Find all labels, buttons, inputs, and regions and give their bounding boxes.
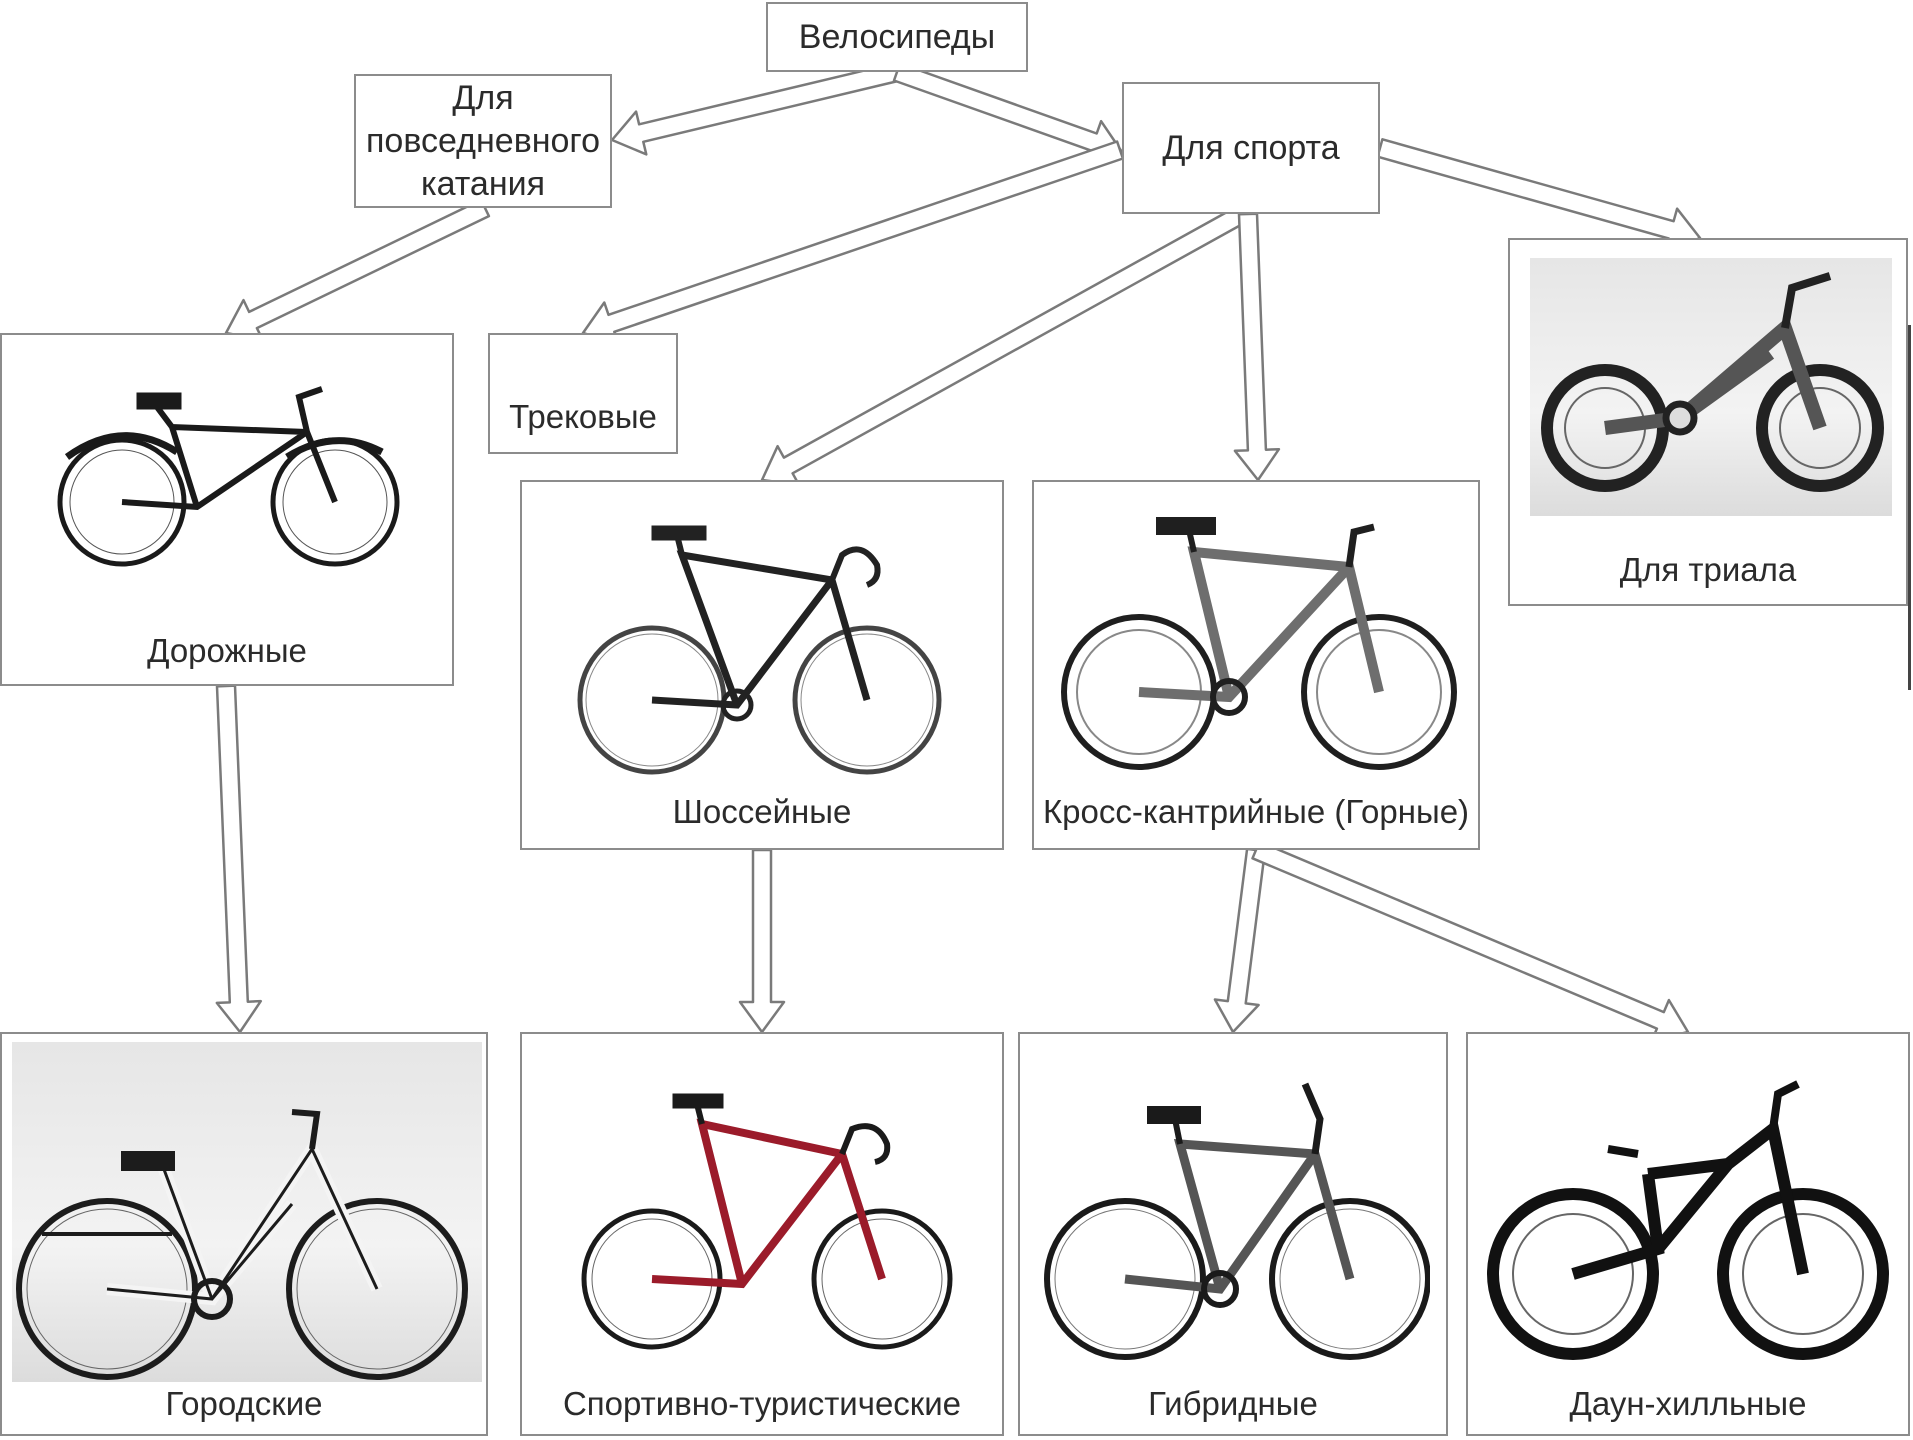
node-city: Городские: [0, 1032, 488, 1436]
arrow-crosscountry-to-downhill: [1251, 840, 1690, 1042]
mountain-bike-icon: [1061, 517, 1457, 770]
arrow-road-to-city: [215, 684, 263, 1034]
trial-bike-icon: [1541, 272, 1884, 492]
arrow-highway-to-touring: [738, 848, 786, 1034]
city-bike-icon: [16, 1109, 468, 1380]
arrow-sport-to-trial: [1376, 138, 1702, 253]
node-downhill: Даун-хилльные: [1466, 1032, 1910, 1436]
touring-bike-icon: [581, 1093, 953, 1350]
node-hybrid: Гибридные: [1018, 1032, 1448, 1436]
downhill-bike-icon: [1487, 1080, 1889, 1360]
node-root-label: Велосипеды: [798, 17, 996, 56]
node-track-label: Трековые: [509, 398, 657, 435]
node-downhill-label: Даун-хилльные: [1569, 1385, 1807, 1422]
node-root: Велосипеды: [766, 2, 1028, 72]
node-everyday: Для повседневного катания: [354, 74, 612, 208]
racing-bike-icon: [577, 525, 942, 775]
node-trial: Для триала: [1508, 238, 1908, 606]
node-sport-label: Для спорта: [1162, 128, 1340, 167]
node-everyday-label: Для повседневного катания: [366, 78, 600, 203]
node-hybrid-label: Гибридные: [1148, 1385, 1318, 1422]
node-touring: Спортивно-туристические: [520, 1032, 1004, 1436]
node-road: Дорожные: [0, 333, 454, 686]
node-highway: Шоссейные: [520, 480, 1004, 850]
arrow-root-to-everyday: [610, 61, 901, 156]
node-crosscountry-label: Кросс-кантрийные (Горные): [1042, 793, 1470, 830]
node-road-label: Дорожные: [147, 632, 307, 669]
node-crosscountry: Кросс-кантрийные (Горные): [1032, 480, 1480, 850]
node-highway-label: Шоссейные: [672, 793, 852, 830]
node-track: Трековые: [488, 333, 678, 454]
node-city-label: Городские: [165, 1385, 323, 1422]
node-sport: Для спорта: [1122, 82, 1380, 214]
arrow-everyday-to-road: [224, 198, 491, 342]
city-photo-background: [12, 1042, 482, 1382]
node-trial-label: Для триала: [1619, 551, 1797, 588]
arrow-sport-to-crosscountry: [1233, 212, 1281, 482]
node-touring-label: Спортивно-туристические: [562, 1385, 962, 1422]
arrow-root-to-sport: [892, 62, 1124, 164]
hybrid-bike-icon: [1044, 1082, 1430, 1360]
arrow-crosscountry-to-hybrid: [1213, 847, 1267, 1034]
right-edge-mark: [1908, 325, 1911, 690]
road-bike-icon: [57, 386, 400, 567]
